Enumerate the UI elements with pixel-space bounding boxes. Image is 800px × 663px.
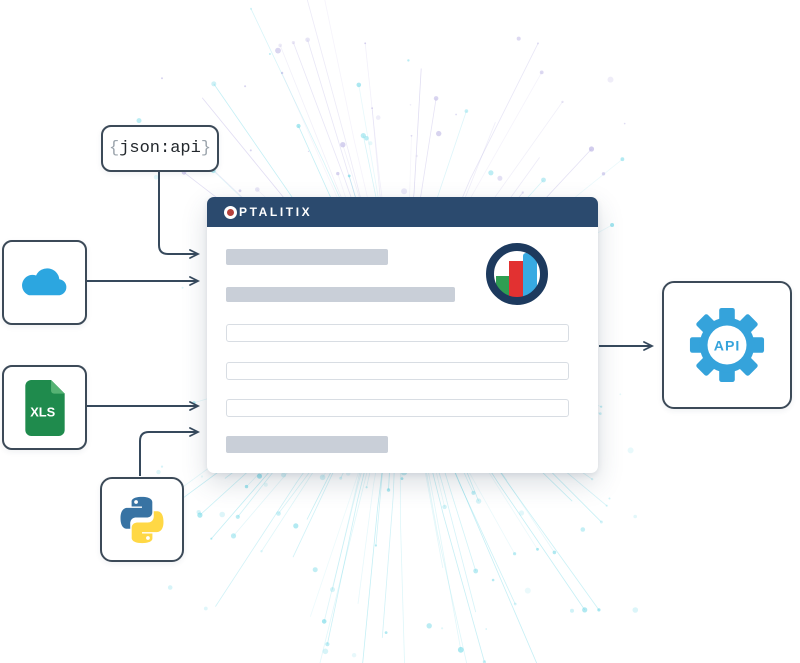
json-api-source-node: {json:api} (101, 125, 219, 172)
placeholder-input-field (226, 324, 569, 342)
python-icon (120, 496, 164, 543)
optalitix-o-logo (224, 205, 237, 219)
window-header: PTALITIX (207, 197, 598, 227)
api-gear-icon: API (689, 307, 765, 383)
placeholder-text-bar (226, 287, 455, 302)
xls-file-icon: XLS (24, 379, 65, 436)
xls-source-node: XLS (2, 365, 87, 450)
cloud-icon (21, 267, 66, 295)
optalitix-app-window: PTALITIX (207, 197, 598, 473)
brand-text: PTALITIX (239, 205, 313, 219)
svg-text:API: API (714, 337, 740, 353)
json-api-label: {json:api} (108, 139, 212, 158)
cloud-source-node (2, 240, 87, 325)
svg-text:XLS: XLS (30, 404, 55, 419)
placeholder-text-bar (226, 436, 388, 453)
placeholder-input-field (226, 362, 569, 380)
optalitix-chart-logo (486, 243, 548, 305)
api-output-node: API (662, 281, 792, 409)
connector-json-to-window (158, 169, 201, 259)
placeholder-text-bar (226, 249, 388, 265)
placeholder-input-field (226, 399, 569, 417)
brand: PTALITIX (224, 205, 312, 219)
python-source-node (100, 477, 184, 562)
connector-python-to-window (139, 427, 201, 476)
